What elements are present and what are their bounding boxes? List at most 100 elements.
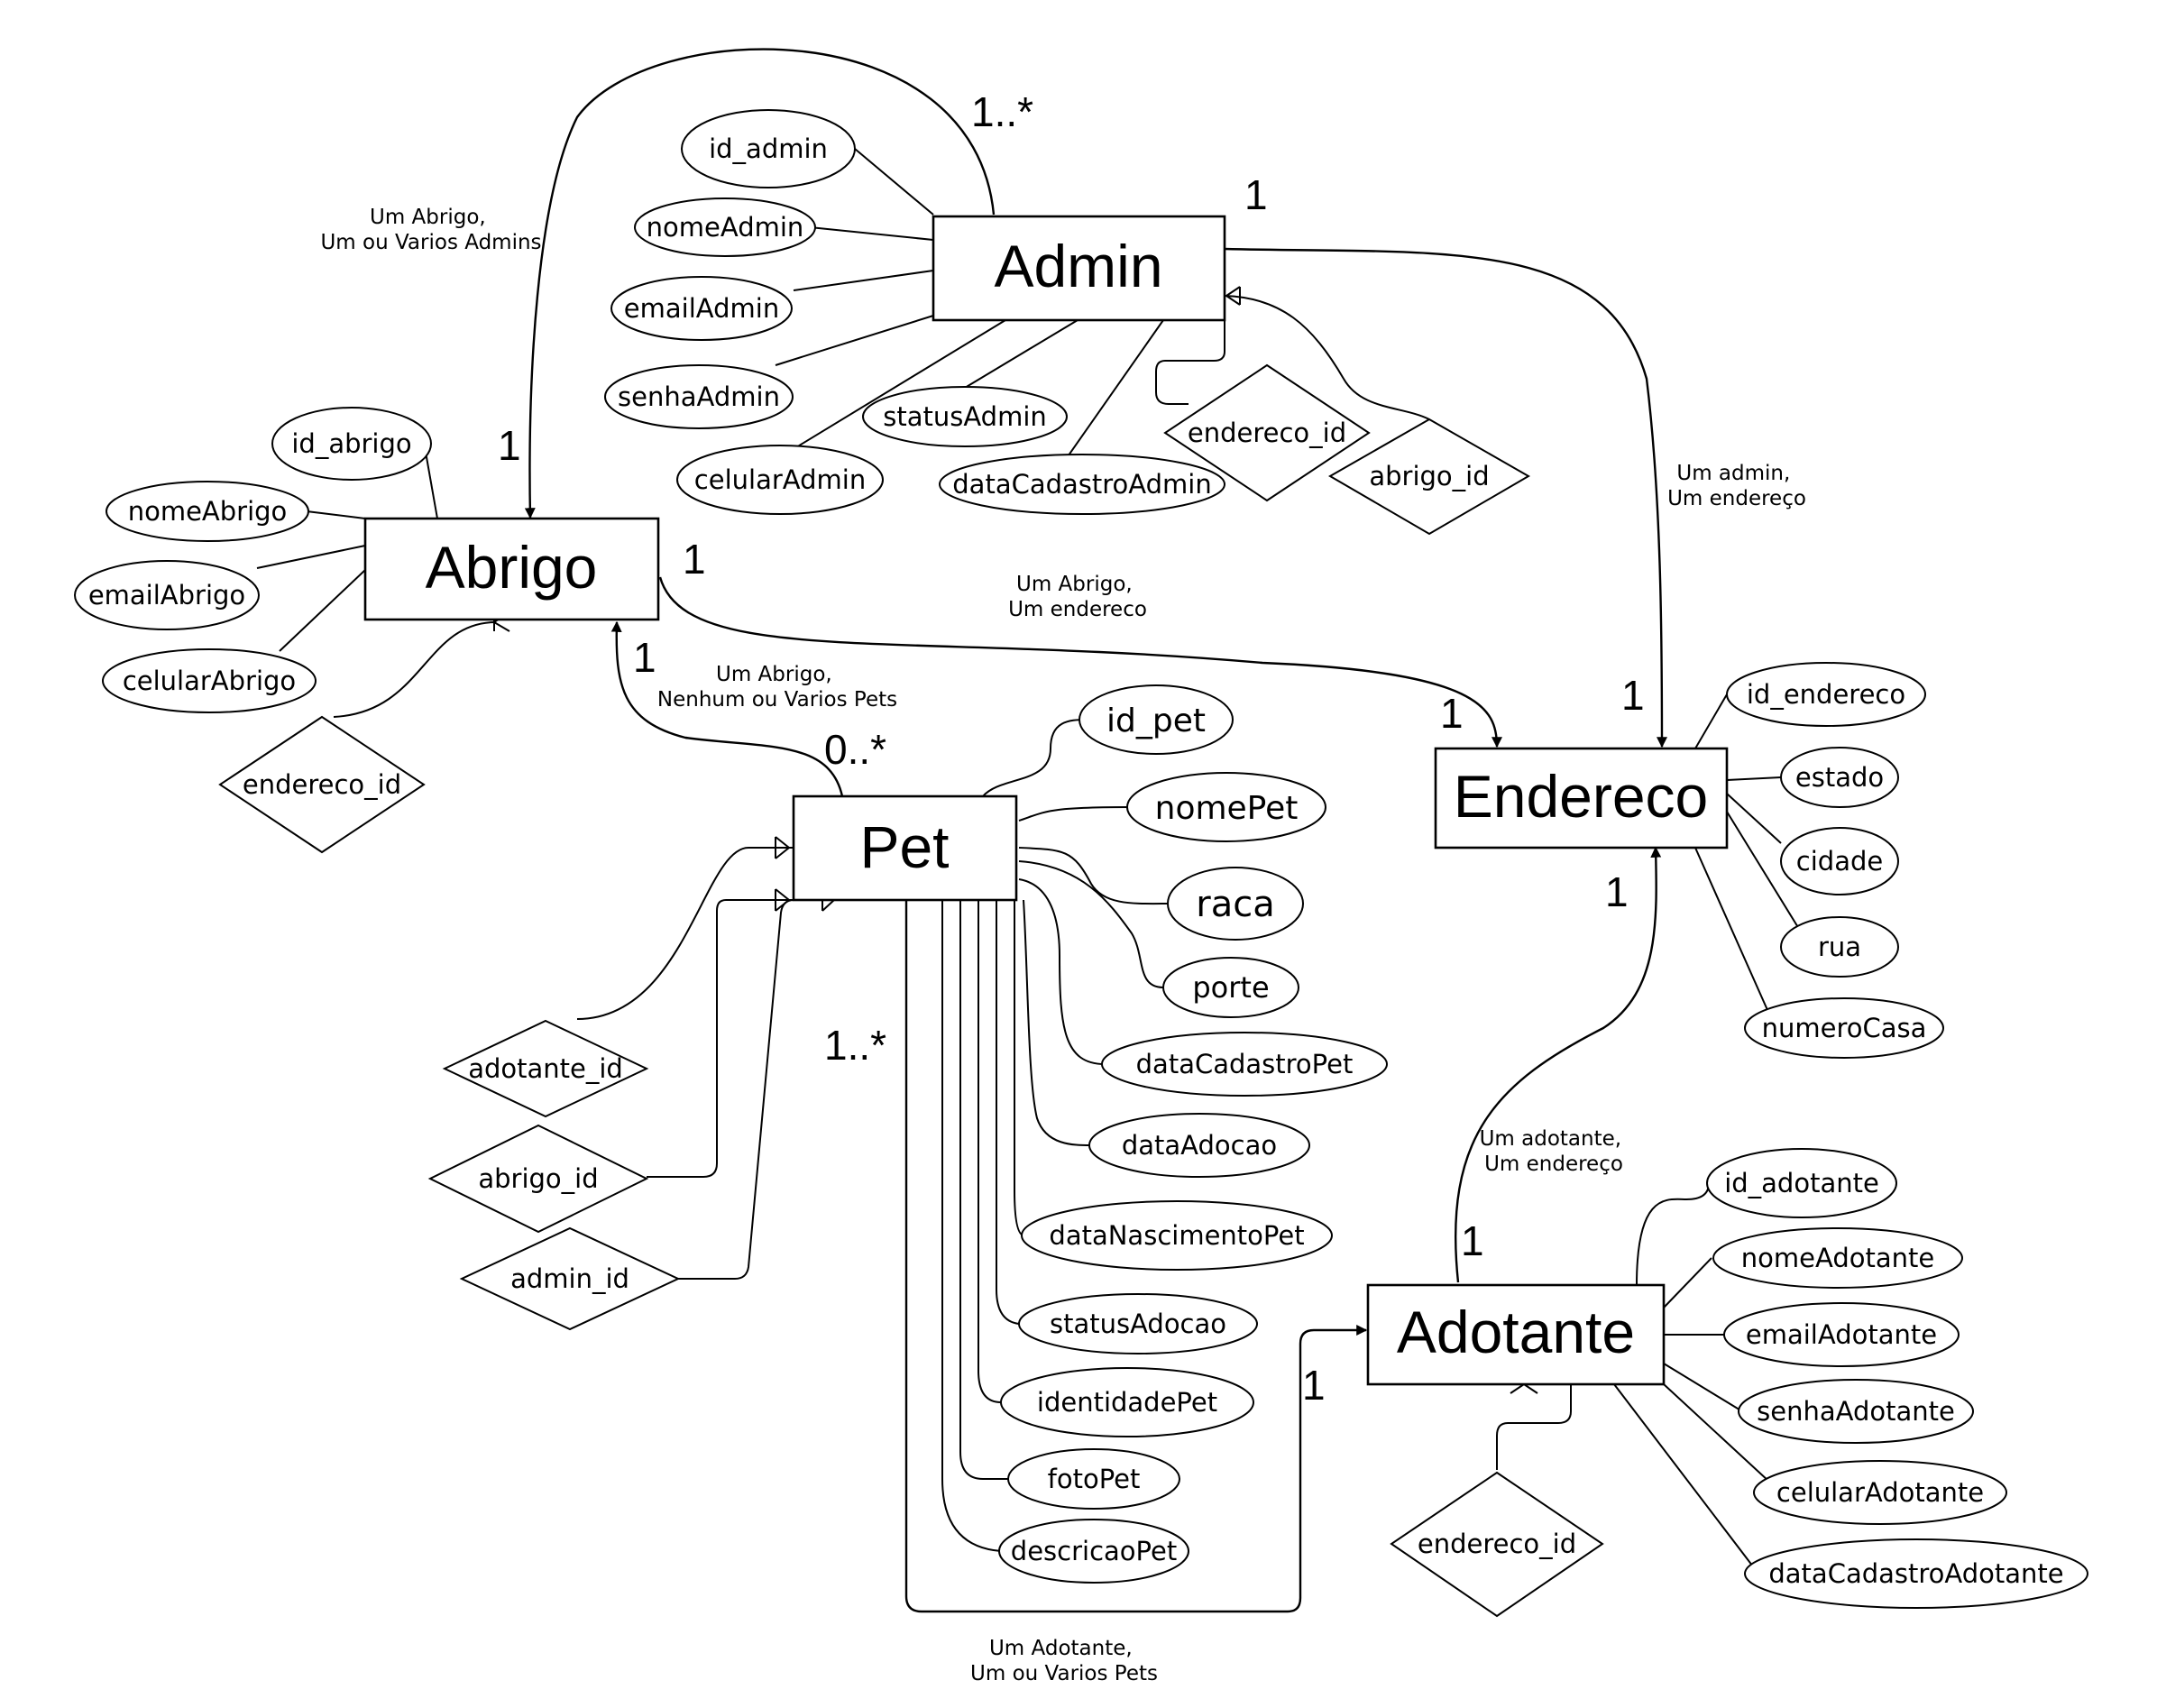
- entity-admin[interactable]: Admin: [932, 215, 1226, 322]
- entity-adotante-box[interactable]: [1366, 1283, 1666, 1386]
- svg-text:id_pet: id_pet: [1106, 702, 1206, 739]
- attribute-descricao-pet[interactable]: descricaoPet: [998, 1519, 1189, 1584]
- link-adotante-endereco-id: [1496, 1384, 1572, 1470]
- link-celular-admin: [775, 319, 1006, 461]
- link-id-adotante: [1636, 1182, 1710, 1286]
- svg-text:celularAdmin: celularAdmin: [694, 464, 866, 495]
- link-admin-endereco-id: [1155, 320, 1225, 405]
- attribute-foto-pet[interactable]: fotoPet: [1007, 1448, 1180, 1510]
- attribute-id-pet[interactable]: id_pet: [1078, 684, 1234, 755]
- fk-admin-endereco-id[interactable]: endereco_id: [1163, 363, 1371, 502]
- card-abrigo-pet-abrigo-side: 1: [633, 634, 656, 681]
- svg-text:id_abrigo: id_abrigo: [291, 428, 411, 459]
- link-id-pet: [982, 719, 1088, 797]
- link-pet-admin-id: [678, 899, 830, 1280]
- note-adotante-pets: Um Adotante, Um ou Varios Pets: [970, 1637, 1158, 1685]
- entity-pet[interactable]: Pet: [792, 794, 1018, 902]
- svg-text:emailAbrigo: emailAbrigo: [88, 580, 245, 611]
- attribute-senha-adotante[interactable]: senhaAdotante: [1738, 1379, 1974, 1444]
- card-abrigo-pet-pet-side: 0..*: [824, 726, 886, 773]
- entity-pet-box[interactable]: [792, 794, 1018, 902]
- attribute-nome-abrigo[interactable]: nomeAbrigo: [106, 481, 309, 542]
- attributes-adotante: id_adotante nomeAdotante emailAdotante s…: [1706, 1148, 2088, 1609]
- attribute-rua[interactable]: rua: [1780, 916, 1899, 978]
- attribute-celular-admin[interactable]: celularAdmin: [676, 445, 884, 515]
- svg-text:endereco_id: endereco_id: [243, 769, 401, 800]
- svg-text:dataNascimentoPet: dataNascimentoPet: [1049, 1220, 1304, 1251]
- attribute-cidade[interactable]: cidade: [1780, 827, 1899, 895]
- attribute-datacadastro-adotante[interactable]: dataCadastroAdotante: [1744, 1538, 2088, 1609]
- attribute-id-adotante[interactable]: id_adotante: [1706, 1148, 1897, 1218]
- svg-text:emailAdotante: emailAdotante: [1746, 1319, 1937, 1350]
- link-nome-adotante: [1663, 1257, 1712, 1309]
- svg-text:fotoPet: fotoPet: [1048, 1464, 1141, 1494]
- rel-adotante-endereco: [1454, 846, 1662, 1283]
- link-senha-adotante: [1663, 1363, 1743, 1412]
- attribute-status-adocao[interactable]: statusAdocao: [1018, 1293, 1258, 1354]
- link-estado: [1726, 776, 1782, 781]
- svg-text:endereco_id: endereco_id: [1188, 418, 1346, 448]
- svg-text:senhaAdmin: senhaAdmin: [618, 381, 780, 412]
- rel-admin-abrigo: [524, 48, 996, 519]
- fk-admin-abrigo-id[interactable]: abrigo_id: [1327, 418, 1531, 536]
- note-adotante-endereco: Um adotante, Um endereço: [1480, 1127, 1629, 1176]
- attribute-nome-pet[interactable]: nomePet: [1126, 772, 1326, 842]
- attribute-nome-admin[interactable]: nomeAdmin: [634, 197, 816, 257]
- attribute-data-adocao[interactable]: dataAdocao: [1088, 1113, 1310, 1178]
- attribute-id-endereco[interactable]: id_endereco: [1726, 662, 1926, 727]
- attribute-email-adotante[interactable]: emailAdotante: [1723, 1302, 1960, 1367]
- attribute-identidade-pet[interactable]: identidadePet: [1000, 1367, 1254, 1437]
- entity-abrigo-box[interactable]: [363, 517, 660, 621]
- entity-endereco-box[interactable]: [1434, 747, 1729, 849]
- fk-pet-abrigo-id[interactable]: abrigo_id: [427, 1124, 649, 1234]
- svg-text:nomeAdmin: nomeAdmin: [647, 212, 804, 243]
- svg-text:adotante_id: adotante_id: [468, 1053, 623, 1084]
- link-pet-abrigo-id: [647, 899, 794, 1178]
- entity-adotante[interactable]: Adotante: [1366, 1283, 1666, 1386]
- attribute-id-admin[interactable]: id_admin: [681, 109, 856, 188]
- link-abrigo-endereco-id: [333, 621, 497, 718]
- attribute-estado[interactable]: estado: [1780, 747, 1899, 808]
- svg-text:raca: raca: [1196, 884, 1274, 925]
- attribute-raca[interactable]: raca: [1167, 867, 1304, 941]
- svg-text:nomeAbrigo: nomeAbrigo: [128, 496, 288, 527]
- link-porte: [1018, 860, 1164, 988]
- svg-text:endereco_id: endereco_id: [1418, 1529, 1576, 1559]
- fk-abrigo-endereco-id[interactable]: endereco_id: [218, 715, 426, 854]
- svg-text:celularAbrigo: celularAbrigo: [123, 666, 296, 696]
- rel-pet-adotante: [904, 900, 1368, 1613]
- attribute-porte[interactable]: porte: [1162, 957, 1299, 1018]
- svg-text:dataCadastroAdotante: dataCadastroAdotante: [1768, 1558, 2063, 1589]
- note-abrigo-endereco: Um Abrigo, Um endereco: [1008, 573, 1147, 621]
- entity-admin-box[interactable]: [932, 215, 1226, 322]
- svg-text:celularAdotante: celularAdotante: [1776, 1477, 1984, 1508]
- entity-admin-label: Admin: [994, 233, 1162, 299]
- entity-endereco[interactable]: Endereco: [1434, 747, 1729, 849]
- svg-text:nomeAdotante: nomeAdotante: [1741, 1243, 1934, 1273]
- card-admin-endereco-admin-side: 1: [1244, 171, 1268, 218]
- fk-pet-admin-id[interactable]: admin_id: [459, 1226, 681, 1331]
- attribute-datacadastro-pet[interactable]: dataCadastroPet: [1101, 1032, 1388, 1097]
- note-admin-endereco: Um admin, Um endereço: [1667, 462, 1806, 510]
- fk-adotante-endereco-id[interactable]: endereco_id: [1390, 1471, 1604, 1618]
- link-descricao-pet: [941, 900, 1002, 1552]
- attribute-celular-adotante[interactable]: celularAdotante: [1753, 1460, 2007, 1525]
- attribute-celular-abrigo[interactable]: celularAbrigo: [102, 648, 317, 713]
- fk-pet-adotante-id[interactable]: adotante_id: [442, 1019, 649, 1118]
- crowfoot-pet-adotante-id: [775, 836, 791, 859]
- attribute-email-abrigo[interactable]: emailAbrigo: [74, 560, 260, 630]
- card-abrigo-endereco-abrigo-side: 1: [683, 536, 706, 583]
- svg-text:cidade: cidade: [1796, 846, 1883, 877]
- attribute-status-admin[interactable]: statusAdmin: [862, 386, 1068, 447]
- attribute-senha-admin[interactable]: senhaAdmin: [604, 364, 794, 429]
- attribute-data-nascimento-pet[interactable]: dataNascimentoPet: [1021, 1200, 1333, 1271]
- attribute-datacadastro-admin[interactable]: dataCadastroAdmin: [939, 454, 1225, 515]
- attribute-nome-adotante[interactable]: nomeAdotante: [1712, 1227, 1963, 1289]
- attribute-numerocasa[interactable]: numeroCasa: [1744, 997, 1944, 1059]
- foreign-key-diamonds: endereco_id abrigo_id endereco_id adotan…: [218, 363, 1604, 1618]
- attribute-email-admin[interactable]: emailAdmin: [610, 276, 793, 341]
- attribute-id-abrigo[interactable]: id_abrigo: [271, 407, 432, 481]
- entity-abrigo[interactable]: Abrigo: [363, 517, 660, 621]
- fk-links: [333, 286, 1572, 1470]
- svg-text:emailAdmin: emailAdmin: [624, 293, 779, 324]
